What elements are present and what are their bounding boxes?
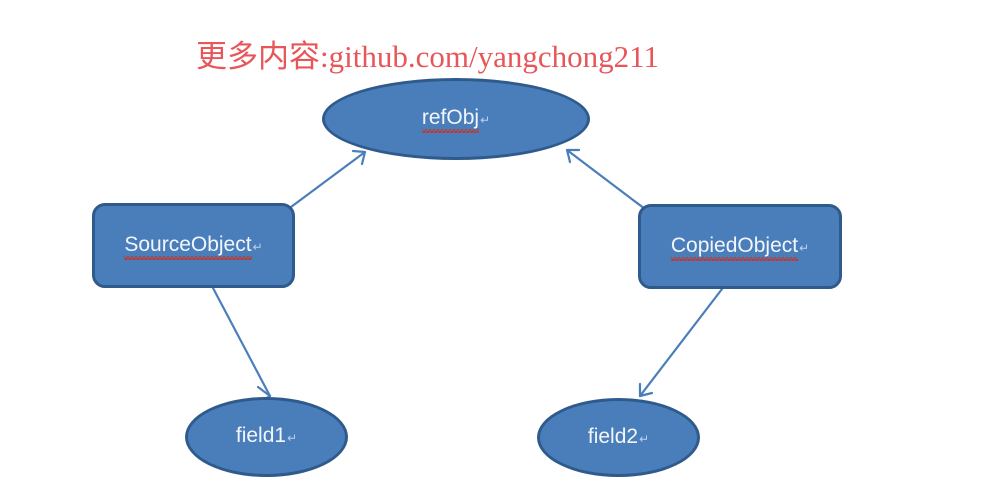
node-copiedobject-label: CopiedObject↵ [670,233,810,261]
pilcrow-mark: ↵ [480,113,491,127]
node-field1[interactable]: field1↵ [185,397,348,477]
edge-copied-to-refobj [565,148,647,211]
node-field2[interactable]: field2↵ [537,398,700,477]
node-field1-label: field1↵ [235,424,298,447]
watermark-text: 更多内容:github.com/yangchong211 [196,39,659,74]
pilcrow-mark: ↵ [639,431,650,446]
node-sourceobject[interactable]: SourceObject↵ [92,203,295,288]
node-field2-label: field2↵ [587,424,650,448]
edge-copied-to-field2 [638,287,724,398]
pilcrow-mark: ↵ [287,431,298,445]
pilcrow-mark: ↵ [252,239,263,254]
node-sourceobject-label: SourceObject↵ [124,232,263,260]
node-copiedobject[interactable]: CopiedObject↵ [638,204,842,289]
pilcrow-mark: ↵ [799,240,810,255]
edge-source-to-field1 [211,286,272,404]
node-refobj[interactable]: refObj↵ [322,78,590,160]
node-refobj-label: refObj↵ [421,106,491,133]
edge-source-to-refobj [289,149,367,209]
